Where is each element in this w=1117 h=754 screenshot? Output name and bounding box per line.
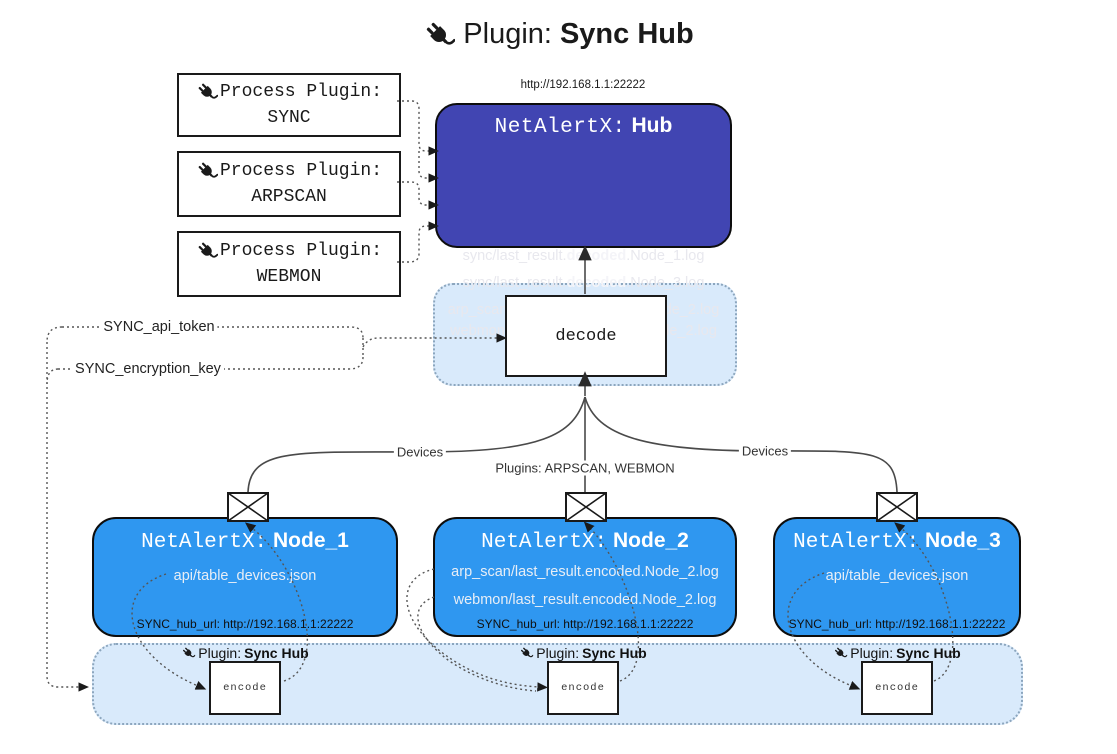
node-file: arp_scan/last_result.encoded.Node_2.log [451, 564, 719, 580]
encode-box: encode [547, 661, 619, 715]
connector-sync-to-hub-1 [397, 100, 439, 156]
process-plugin-name: SYNC [267, 108, 311, 128]
plug-icon [519, 646, 533, 660]
encode-box: encode [861, 661, 933, 715]
node-hub-url: SYNC_hub_url: http://192.168.1.1:22222 [136, 617, 354, 631]
plug-icon [196, 160, 218, 182]
decode-label: decode [555, 326, 617, 346]
band-plugin-label: Plugin: Sync Hub [519, 645, 647, 661]
node-3-box: NetAlertX: Node_3 api/table_devices.json… [773, 517, 1021, 637]
node-hub-url: SYNC_hub_url: http://192.168.1.1:22222 [788, 617, 1006, 631]
connector-arpscan-to-hub [397, 181, 439, 210]
connector-tokens-to-band [46, 342, 89, 692]
band-plugin-label: Plugin: Sync Hub [833, 645, 961, 661]
node-title: NetAlertX: Node_2 [481, 529, 689, 554]
hub-title: NetAlertX: Hub [437, 114, 730, 139]
connector-key-corner [46, 368, 59, 385]
node-hub-url: SYNC_hub_url: http://192.168.1.1:22222 [476, 617, 694, 631]
node-title: NetAlertX: Node_3 [793, 529, 1001, 554]
node-1-box: NetAlertX: Node_1 api/table_devices.json… [92, 517, 398, 637]
devices-right-label: Devices [738, 443, 792, 459]
node-title: NetAlertX: Node_1 [141, 529, 349, 554]
process-plugin-arpscan-box: Process Plugin: ARPSCAN [177, 151, 401, 217]
process-plugin-label: Process Plugin: [219, 241, 383, 261]
plug-icon [181, 646, 195, 660]
hub-box: NetAlertX: Hub sync/last_result.decoded.… [435, 103, 732, 339]
devices-left-label: Devices [393, 444, 447, 460]
hub-log-line: sync/last_result.decoded.Node_3.log [462, 275, 705, 291]
node-file: api/table_devices.json [825, 568, 969, 584]
node-file: webmon/last_result.encoded.Node_2.log [453, 592, 717, 608]
process-plugin-label: Process Plugin: [219, 82, 383, 102]
plug-icon [196, 240, 218, 262]
envelope-icon [227, 492, 269, 522]
envelope-icon [565, 492, 607, 522]
band-plugin-label: Plugin: Sync Hub [181, 645, 309, 661]
page-title-prefix: Plugin: [463, 18, 552, 50]
page-title: Plugin: Sync Hub [0, 18, 1117, 51]
plug-icon [196, 81, 218, 103]
connector-webmon-to-hub [397, 221, 439, 263]
plug-icon [423, 19, 455, 51]
decode-box: decode [505, 295, 667, 377]
process-plugin-sync-box: Process Plugin: SYNC [177, 73, 401, 137]
page-title-name: Sync Hub [559, 18, 694, 50]
hub-log-line: sync/last_result.decoded.Node_1.log [462, 248, 705, 264]
hub-title-prefix: NetAlertX: [494, 116, 626, 139]
process-plugin-name: WEBMON [256, 267, 322, 287]
process-plugin-label: Process Plugin: [219, 161, 383, 181]
hub-title-name: Hub [631, 114, 673, 137]
encode-box: encode [209, 661, 281, 715]
connector-sync-to-hub-2 [418, 151, 439, 183]
node-file: api/table_devices.json [173, 568, 317, 584]
plug-icon [833, 646, 847, 660]
sync-api-token-label: SYNC_api_token [100, 319, 218, 335]
process-plugin-webmon-box: Process Plugin: WEBMON [177, 231, 401, 297]
hub-url-label: http://192.168.1.1:22222 [433, 79, 733, 91]
connector-token-corner [46, 326, 63, 343]
node-2-box: NetAlertX: Node_2 arp_scan/last_result.e… [433, 517, 737, 637]
plugins-mid-label: Plugins: ARPSCAN, WEBMON [492, 460, 678, 476]
envelope-icon [876, 492, 918, 522]
process-plugin-name: ARPSCAN [251, 187, 327, 207]
sync-encryption-key-label: SYNC_encryption_key [72, 361, 224, 377]
